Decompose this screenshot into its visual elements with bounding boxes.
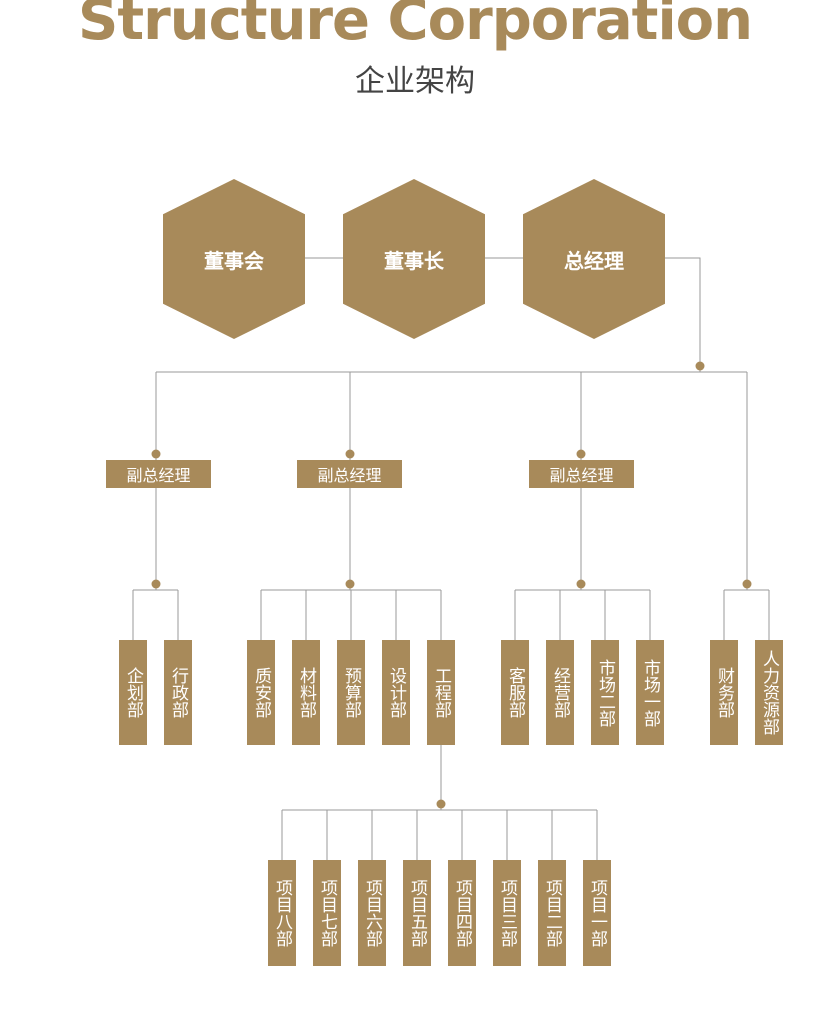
project-department-node: 项目七部 bbox=[313, 860, 341, 966]
node-label: 总经理 bbox=[564, 248, 624, 273]
project-label: 项目六部 bbox=[362, 879, 382, 947]
department-label: 预算部 bbox=[341, 667, 361, 718]
project-department-node: 项目五部 bbox=[403, 860, 431, 966]
department-label: 经营部 bbox=[550, 667, 570, 718]
department-label: 财务部 bbox=[714, 667, 734, 718]
board-of-directors-node: 董事会 bbox=[163, 179, 305, 339]
department-label: 人力资源部 bbox=[759, 650, 779, 735]
department-label: 市场二部 bbox=[595, 658, 615, 727]
project-label: 项目五部 bbox=[407, 879, 427, 947]
project-department-node: 项目八部 bbox=[268, 860, 296, 966]
department-label: 质安部 bbox=[251, 667, 271, 718]
project-label: 项目七部 bbox=[317, 879, 337, 947]
department-label: 材料部 bbox=[296, 667, 316, 718]
department-node: 企划部 bbox=[119, 640, 147, 745]
engineering-department-node: 工程部 bbox=[427, 640, 455, 745]
project-department-node: 项目三部 bbox=[493, 860, 521, 966]
department-label: 市场一部 bbox=[640, 658, 660, 727]
department-node: 人力资源部 bbox=[755, 640, 783, 745]
department-label: 工程部 bbox=[431, 667, 451, 718]
department-node: 行政部 bbox=[164, 640, 192, 745]
page-title: Structure Corporation bbox=[78, 0, 753, 53]
department-node: 客服部 bbox=[501, 640, 529, 745]
department-label: 客服部 bbox=[505, 667, 525, 718]
vice-general-manager-node: 副总经理 bbox=[529, 460, 634, 488]
project-label: 项目四部 bbox=[452, 879, 472, 947]
project-department-node: 项目一部 bbox=[583, 860, 611, 966]
department-label: 行政部 bbox=[168, 667, 188, 718]
vice-general-manager-node: 副总经理 bbox=[106, 460, 211, 488]
general-manager-node: 总经理 bbox=[523, 179, 665, 339]
node-label: 董事会 bbox=[204, 248, 264, 273]
department-node: 质安部 bbox=[247, 640, 275, 745]
project-department-node: 项目四部 bbox=[448, 860, 476, 966]
vice-general-manager-node: 副总经理 bbox=[297, 460, 402, 488]
project-label: 项目八部 bbox=[272, 879, 292, 947]
department-label: 企划部 bbox=[123, 667, 143, 718]
department-node: 预算部 bbox=[337, 640, 365, 745]
project-label: 项目二部 bbox=[542, 879, 562, 947]
project-department-node: 项目二部 bbox=[538, 860, 566, 966]
department-label: 设计部 bbox=[386, 667, 406, 718]
page-subtitle: 企业架构 bbox=[355, 64, 475, 99]
project-department-node: 项目六部 bbox=[358, 860, 386, 966]
department-node: 经营部 bbox=[546, 640, 574, 745]
node-label: 董事长 bbox=[384, 248, 444, 273]
department-node: 财务部 bbox=[710, 640, 738, 745]
department-node: 市场二部 bbox=[591, 640, 619, 745]
department-node: 市场一部 bbox=[636, 640, 664, 745]
chairman-node: 董事长 bbox=[343, 179, 485, 339]
department-node: 材料部 bbox=[292, 640, 320, 745]
department-node: 设计部 bbox=[382, 640, 410, 745]
project-label: 项目一部 bbox=[587, 879, 607, 947]
project-label: 项目三部 bbox=[497, 879, 517, 947]
